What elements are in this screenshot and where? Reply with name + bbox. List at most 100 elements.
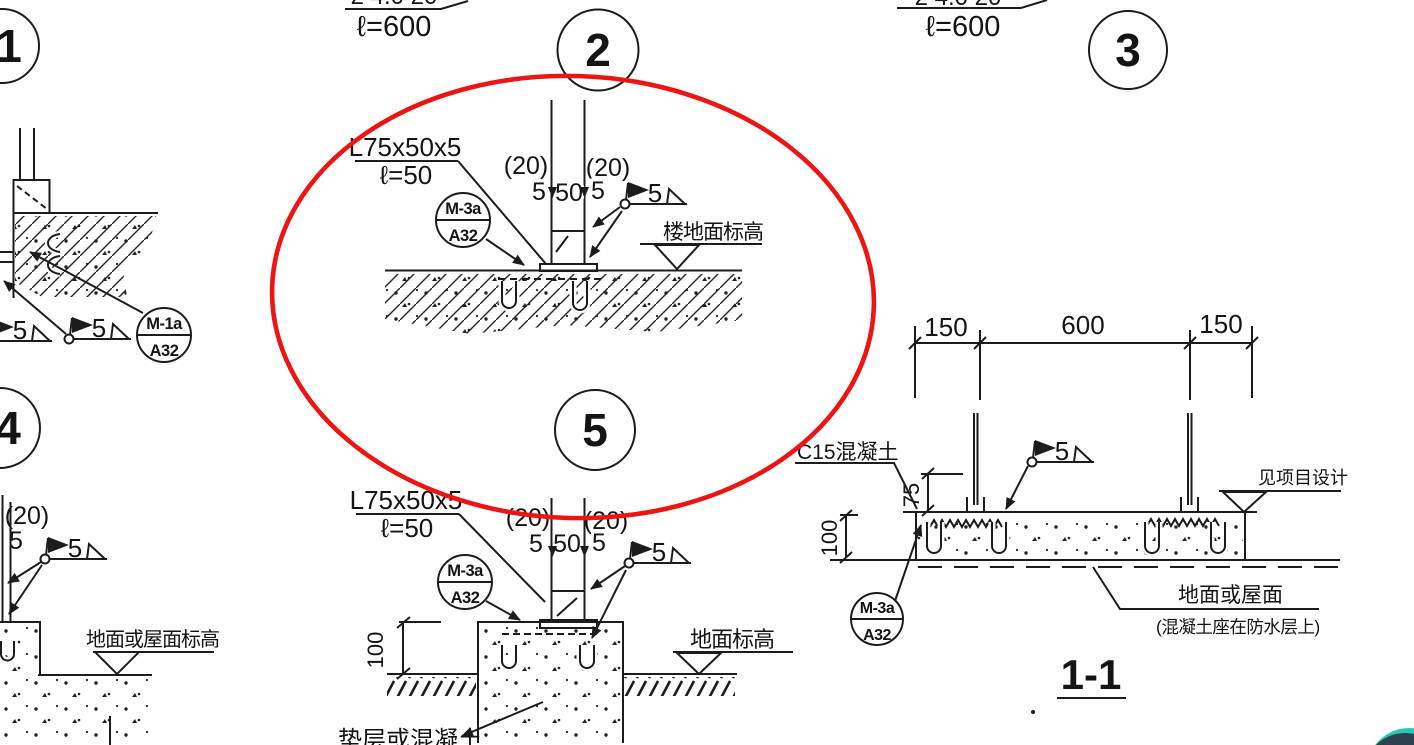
dim-5-left: 5 [529, 530, 543, 558]
dim-5-right: 5 [591, 177, 605, 205]
floor-level-note: 楼地面标高 [663, 221, 763, 244]
post-lines [973, 413, 1193, 505]
curb-block [12, 179, 51, 214]
weld-leader-line [7, 561, 42, 584]
dim-150-left: 150 [924, 312, 967, 342]
note-leader-line [461, 701, 544, 737]
weld-leader-line [589, 210, 623, 258]
hatched-slab-stipple [15, 216, 156, 297]
section-title: 1-1 [1061, 651, 1122, 698]
roughened-interface-left [929, 517, 1003, 530]
roughened-interface-right [1146, 516, 1220, 529]
detail-bubble-3-number: 3 [1115, 24, 1141, 76]
label-underline [897, 0, 1048, 9]
dim-5-left: 5 [532, 178, 546, 206]
weld-leader-line [592, 206, 621, 228]
dim-paren20-right: (20) [584, 507, 628, 535]
weld-flag [39, 532, 108, 565]
dim-paren20: (20) [5, 502, 49, 530]
level-triangle [1220, 491, 1269, 514]
u-anchor [0, 641, 15, 662]
weld-flag [1026, 435, 1095, 468]
detail-bubble-5 [554, 389, 636, 471]
anchor-hooks [47, 233, 61, 275]
angle-length-label: ℓ=50 [381, 513, 434, 543]
angle-cleats [949, 497, 1215, 513]
detail-bubble-2-number: 2 [585, 24, 611, 76]
wall-joint-lines [0, 251, 13, 263]
weld-leader-line [8, 564, 43, 615]
concrete-seat-note: (混凝土座在防水层上) [1156, 617, 1320, 637]
post-lines [1, 495, 12, 622]
fab-navy-body[interactable] [1364, 733, 1414, 745]
dim-600: 600 [1061, 310, 1104, 340]
detail-2-group: 2 2 4.0 20 ℓ=600 L75x50x5 ℓ=50 (20) (20)… [345, 0, 764, 334]
clipped-anchor-spec: 2 4.0 20 [351, 0, 438, 10]
dim-5: 5 [9, 527, 23, 555]
tag-code-top: M-3a [860, 600, 895, 617]
floor-hatch-stipple [385, 274, 742, 334]
level-triangle [674, 652, 724, 676]
detail-bubble-1-number: 1 [0, 20, 22, 72]
detail-4-group: 4 (20) 5 地面或屋面标高 [0, 387, 220, 745]
tag-leader-line [894, 524, 923, 602]
soil-hatch-left [387, 677, 476, 696]
u-anchors [926, 522, 1226, 554]
ground-level-note: 地面标高 [690, 627, 774, 652]
dim-75: 75 [899, 483, 924, 507]
pedestal-outline [0, 621, 41, 676]
dim-paren20-right: (20) [586, 154, 630, 182]
pedestal-stipple [0, 624, 39, 676]
dim-5-right: 5 [592, 529, 606, 557]
level-triangle [652, 244, 702, 271]
dim-slash-ticks [921, 467, 935, 517]
dim-extension-lines [840, 514, 858, 558]
tag-code-top: M-3a [447, 562, 484, 580]
tag-code-bottom: A32 [150, 342, 179, 360]
ink-speck [1031, 710, 1035, 714]
angle-spec-label: L75x50x5 [350, 485, 463, 515]
dim-50: 50 [553, 530, 581, 558]
dim-100: 100 [363, 632, 388, 669]
dim-slash-ticks [839, 509, 853, 564]
detail-bubble-2 [556, 8, 640, 92]
c15-concrete-label: C15混凝土 [797, 441, 899, 464]
weld-leader-line [3, 280, 67, 335]
clipped-bottom-note: 垫层或混凝土 [338, 727, 482, 745]
detail-bubble-5-number: 5 [582, 404, 608, 456]
post-lines [550, 100, 586, 265]
dim-extension-lines [399, 621, 441, 674]
angle-length-label: ℓ=50 [380, 160, 433, 190]
base-plate [539, 619, 598, 629]
u-anchors [501, 281, 588, 311]
hidden-anchor-line [16, 185, 48, 210]
tag-leader-line [485, 238, 525, 266]
dim-arrow [548, 187, 557, 198]
dim-extension-lines [921, 473, 963, 511]
tag-code-bottom: A32 [449, 227, 478, 245]
detail-bubble-4 [0, 387, 41, 469]
label-leader-line [457, 160, 547, 265]
dim-slash-ticks [396, 616, 411, 680]
label-underline [345, 0, 469, 10]
tag-code-top: M-3a [445, 200, 482, 218]
ground-or-roof-note: 地面或屋面 [1178, 584, 1283, 607]
label-leader-line [795, 462, 918, 510]
u-anchors [501, 645, 595, 669]
tag-leader-line [485, 600, 521, 621]
detail-bubble-1 [0, 8, 40, 84]
floating-action-button[interactable] [1364, 728, 1414, 745]
red-highlight-ellipse [269, 73, 877, 521]
note-leader-line [1092, 566, 1319, 610]
detail-1-group: 1 M-1a A32 [0, 8, 192, 363]
dim-50: 50 [555, 179, 583, 207]
weld-flag [619, 177, 688, 210]
dim-paren20-left: (20) [504, 152, 548, 180]
weld-leader-line [590, 565, 626, 590]
dim-extension-lines [914, 326, 1253, 400]
ground-stipple [0, 679, 152, 743]
pedestal-stipple [480, 626, 621, 742]
dim-100: 100 [817, 520, 842, 557]
